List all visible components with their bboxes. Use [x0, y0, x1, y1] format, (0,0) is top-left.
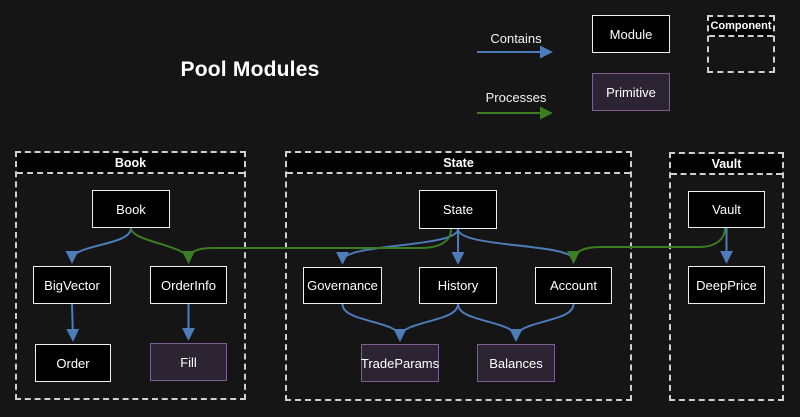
container-state: State	[285, 151, 632, 401]
container-book-title: Book	[17, 153, 244, 174]
node-book-label: Book	[116, 201, 146, 217]
legend-primitive-box: Primitive	[592, 73, 670, 111]
node-governance-label: Governance	[307, 278, 378, 293]
legend-module-box: Module	[592, 15, 670, 53]
node-history-label: History	[437, 278, 479, 293]
legend-contains-label: Contains	[490, 31, 542, 46]
node-governance: Governance	[303, 267, 382, 304]
node-fill-label: Fill	[180, 354, 197, 370]
page-title: Pool Modules	[180, 58, 320, 81]
node-bigvector: BigVector	[33, 266, 111, 304]
node-account: Account	[535, 267, 612, 304]
node-order-label: Order	[56, 355, 90, 371]
node-deepprice: DeepPrice	[688, 266, 765, 304]
legend-component-box: Component	[707, 15, 775, 73]
legend-primitive-label: Primitive	[606, 84, 656, 100]
node-bigvector-label: BigVector	[44, 277, 100, 293]
node-balances-label: Balances	[489, 355, 543, 371]
node-orderinfo: OrderInfo	[150, 266, 227, 304]
node-balances: Balances	[477, 344, 555, 382]
node-book: Book	[92, 190, 170, 228]
container-vault-title: Vault	[671, 154, 782, 175]
legend-processes-label: Processes	[485, 90, 547, 105]
node-vault-label: Vault	[712, 202, 741, 217]
node-order: Order	[35, 344, 111, 382]
container-vault: Vault	[669, 152, 784, 401]
legend-component-label: Component	[709, 17, 773, 37]
node-state-label: State	[442, 202, 474, 217]
node-tradeparams: TradeParams	[361, 344, 439, 382]
node-tradeparams-label: TradeParams	[360, 355, 440, 371]
node-vault: Vault	[688, 191, 765, 228]
node-account-label: Account	[550, 278, 597, 293]
node-deepprice-label: DeepPrice	[696, 277, 757, 293]
legend-module-label: Module	[609, 26, 653, 42]
node-fill: Fill	[150, 343, 227, 381]
node-history: History	[419, 267, 497, 304]
node-state: State	[419, 190, 497, 229]
node-orderinfo-label: OrderInfo	[161, 277, 216, 293]
container-state-title: State	[287, 153, 630, 174]
container-book: Book	[15, 151, 246, 400]
